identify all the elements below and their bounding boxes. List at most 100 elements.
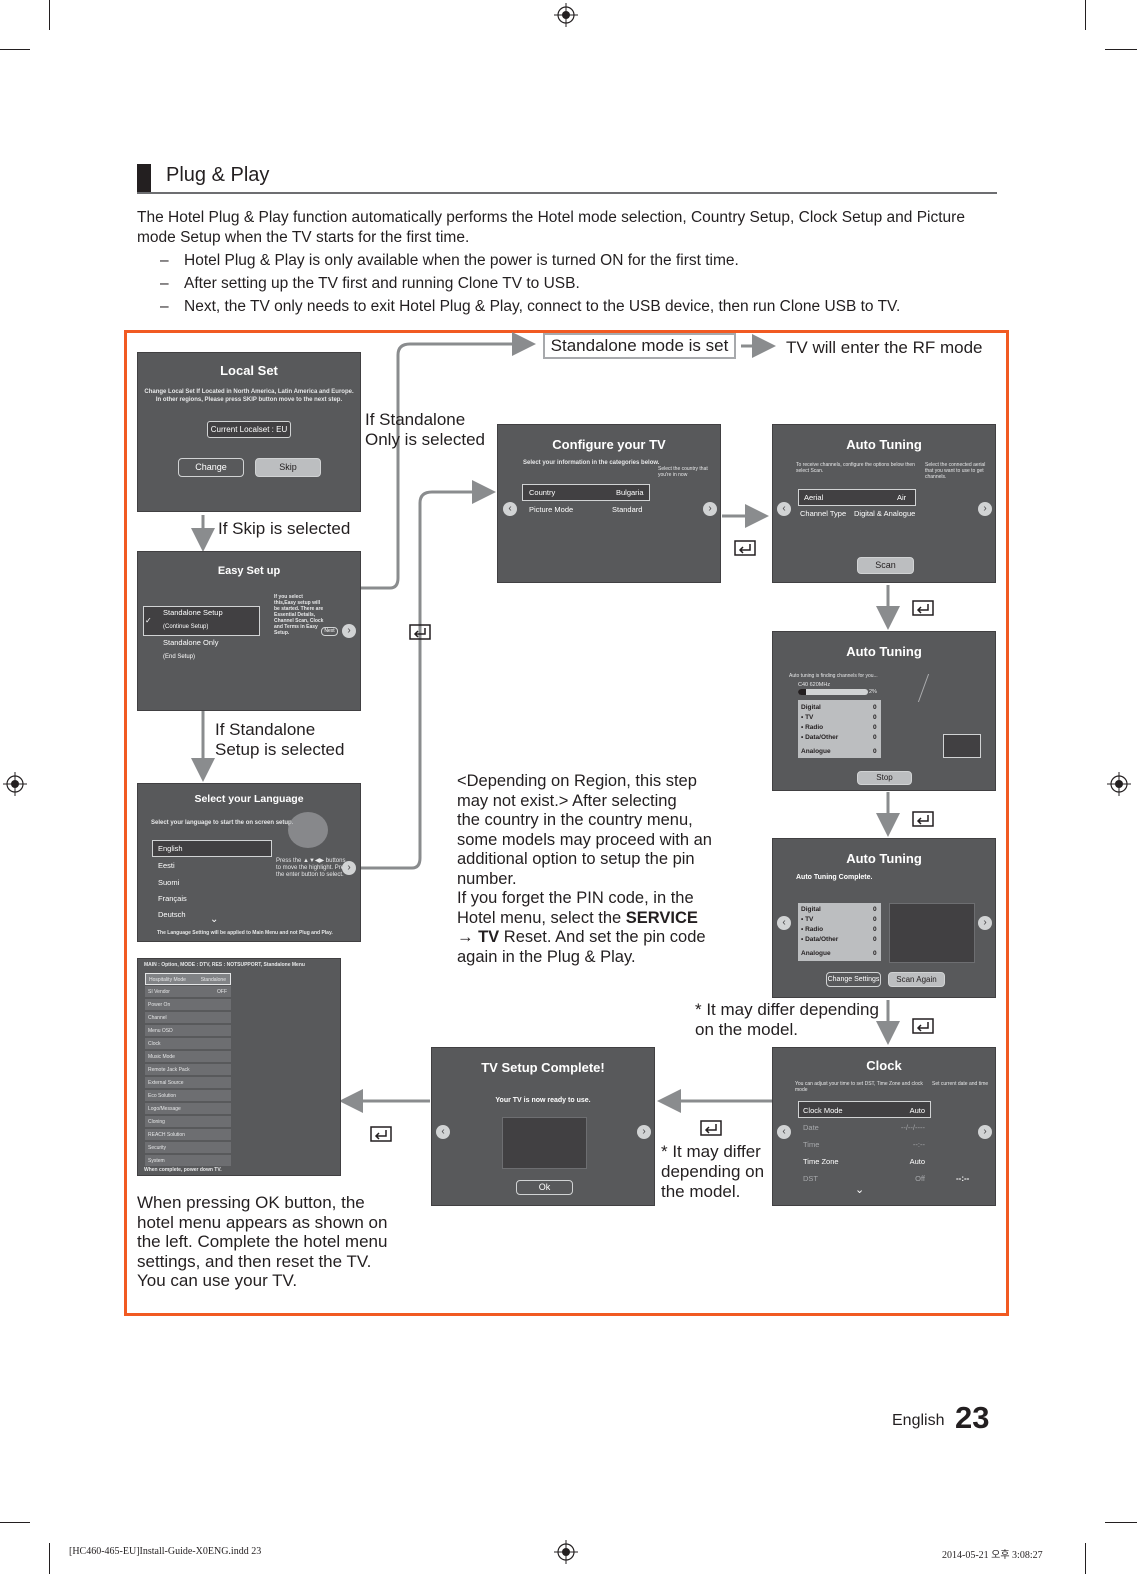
picture-mode-field[interactable]: Picture Mode	[529, 505, 574, 514]
clock-field-value: Off	[915, 1174, 925, 1183]
clock-field-label[interactable]: Clock Mode	[803, 1106, 843, 1115]
field-value: Bulgaria	[616, 488, 644, 497]
language-item[interactable]: English	[158, 844, 183, 853]
change-button[interactable]: Change	[178, 458, 244, 477]
aerial-field[interactable]	[798, 489, 916, 506]
registration-mark-icon	[554, 3, 578, 27]
time-display: --:--	[956, 1174, 970, 1183]
chevron-left-icon[interactable]: ‹	[777, 502, 791, 516]
chevron-right-icon[interactable]: ›	[342, 624, 356, 638]
screen-desc: In other regions, Please press SKIP butt…	[155, 397, 343, 403]
scan-button[interactable]: Scan	[857, 557, 914, 574]
hotel-menu-item[interactable]: REACH Solution	[145, 1129, 231, 1141]
hotel-menu-item-label: Channel	[148, 1015, 167, 1021]
channel-count-label: • Data/Other	[801, 936, 839, 943]
note-line: may not exist.> After selecting	[457, 791, 677, 810]
chevron-right-icon[interactable]: ›	[978, 502, 992, 516]
clock-field-label[interactable]: Time Zone	[803, 1157, 839, 1166]
note-line: * It may differ depending	[695, 1000, 879, 1019]
channel-readout: C40 620MHz	[798, 682, 831, 688]
registration-mark-icon	[3, 772, 27, 796]
chevron-right-icon[interactable]: ›	[342, 861, 356, 875]
option-sub: (End Setup)	[163, 654, 196, 660]
chevron-right-icon[interactable]: ›	[978, 916, 992, 930]
note-line: When pressing OK button, the	[137, 1193, 365, 1212]
note-line: on the model.	[695, 1020, 799, 1039]
hotel-menu-item[interactable]: Eco Solution	[145, 1090, 231, 1102]
enter-icon	[912, 811, 934, 827]
screen-title: Auto Tuning	[846, 644, 922, 659]
chevron-down-icon: ⌄	[855, 1184, 865, 1196]
tv-thumbnail	[502, 1117, 587, 1169]
language-item[interactable]: Suomi	[158, 878, 180, 887]
tv-thumbnail	[943, 734, 981, 758]
chevron-right-icon[interactable]: ›	[637, 1125, 651, 1139]
hotel-menu-item[interactable]: External Source	[145, 1077, 231, 1089]
enter-icon	[912, 600, 934, 616]
print-footer-right: 2014-05-21 오후 3:08:27	[942, 1550, 1043, 1561]
language-item[interactable]: Deutsch	[158, 910, 186, 919]
channel-count-value: 0	[873, 734, 877, 741]
hotel-menu-item[interactable]: Power On	[145, 999, 231, 1011]
hotel-menu-item-label: SI Vendor	[148, 989, 170, 995]
standalone-only-option[interactable]: Standalone Only	[163, 638, 219, 647]
language-item-selected[interactable]	[152, 840, 272, 857]
screen-desc: Your TV is now ready to use.	[495, 1097, 591, 1104]
hotel-menu-item-label: Security	[148, 1145, 167, 1151]
auto-tuning-screen-1: Auto Tuning To receive channels, configu…	[772, 424, 996, 583]
intro-paragraph: The Hotel Plug & Play function automatic…	[137, 209, 965, 246]
next-button[interactable]: Next	[321, 627, 338, 636]
channel-count-value: 0	[873, 748, 877, 755]
print-footer-left: [HC460-465-EU]Install-Guide-X0ENG.indd 2…	[69, 1546, 262, 1557]
language-help: Press the ▲▼◀▶ buttons to move the highl…	[276, 858, 351, 878]
chevron-left-icon[interactable]: ‹	[436, 1125, 450, 1139]
hotel-menu-item[interactable]: Menu OSD	[145, 1025, 231, 1037]
standalone-mode-box: Standalone mode is set	[543, 333, 736, 359]
skip-button[interactable]: Skip	[255, 458, 321, 477]
hotel-menu-item-label: Remote Jack Pack	[148, 1067, 190, 1073]
hotel-menu-screen: MAIN : Option, MODE : DTV, RES : NOTSUPP…	[137, 958, 341, 1176]
screen-desc: Change Local Set If Located in North Ame…	[144, 389, 354, 395]
clock-mode-field[interactable]	[798, 1101, 931, 1118]
screen-title: Auto Tuning	[846, 851, 922, 866]
crop-mark	[0, 1522, 30, 1523]
auto-tuning-screen-2: Auto Tuning Auto tuning is finding chann…	[772, 631, 996, 791]
country-field[interactable]	[522, 484, 650, 501]
channel-type-field[interactable]: Channel Type	[800, 509, 847, 518]
hotel-menu-item[interactable]: System	[145, 1155, 231, 1167]
channel-count-label: Digital	[801, 704, 821, 711]
stop-button[interactable]: Stop	[857, 771, 912, 785]
chevron-left-icon[interactable]: ‹	[503, 502, 517, 516]
antenna-icon	[917, 674, 960, 702]
hotel-menu-item[interactable]: Clock	[145, 1038, 231, 1050]
option-sub: (Continue Setup)	[163, 624, 209, 630]
change-settings-button[interactable]: Change Settings	[826, 972, 881, 987]
hotel-menu-item[interactable]: Remote Jack Pack	[145, 1064, 231, 1076]
chevron-left-icon[interactable]: ‹	[777, 916, 791, 930]
screen-desc: Auto tuning is finding channels for you.…	[789, 673, 878, 679]
channel-count-value: 0	[873, 936, 877, 943]
chevron-right-icon[interactable]: ›	[978, 1125, 992, 1139]
language-item[interactable]: Français	[158, 894, 187, 903]
language-item[interactable]: Eesti	[158, 861, 175, 870]
hotel-menu-item-label: Hospitality Mode	[149, 977, 186, 983]
registration-mark-icon	[1107, 772, 1131, 796]
hotel-menu-item-label: System	[148, 1158, 165, 1164]
ok-button[interactable]: Ok	[516, 1180, 573, 1195]
registration-mark-icon	[554, 1540, 578, 1564]
chevron-right-icon[interactable]: ›	[703, 502, 717, 516]
screen-desc: Auto Tuning Complete.	[796, 874, 873, 881]
hotel-menu-item[interactable]: Cloning	[145, 1116, 231, 1128]
hotel-menu-item[interactable]: Channel	[145, 1012, 231, 1024]
scan-again-button[interactable]: Scan Again	[888, 972, 945, 987]
note-line: the country in the country menu,	[457, 811, 693, 829]
hotel-menu-item[interactable]: Logo/Message	[145, 1103, 231, 1115]
chevron-left-icon[interactable]: ‹	[777, 1125, 791, 1139]
hotel-menu-item[interactable]: Security	[145, 1142, 231, 1154]
standalone-setup-option[interactable]	[143, 606, 260, 636]
channel-count-value: 0	[873, 724, 877, 731]
ok-note: When pressing OK button, the hotel menu …	[137, 1193, 387, 1291]
hotel-menu-item[interactable]: Music Mode	[145, 1051, 231, 1063]
